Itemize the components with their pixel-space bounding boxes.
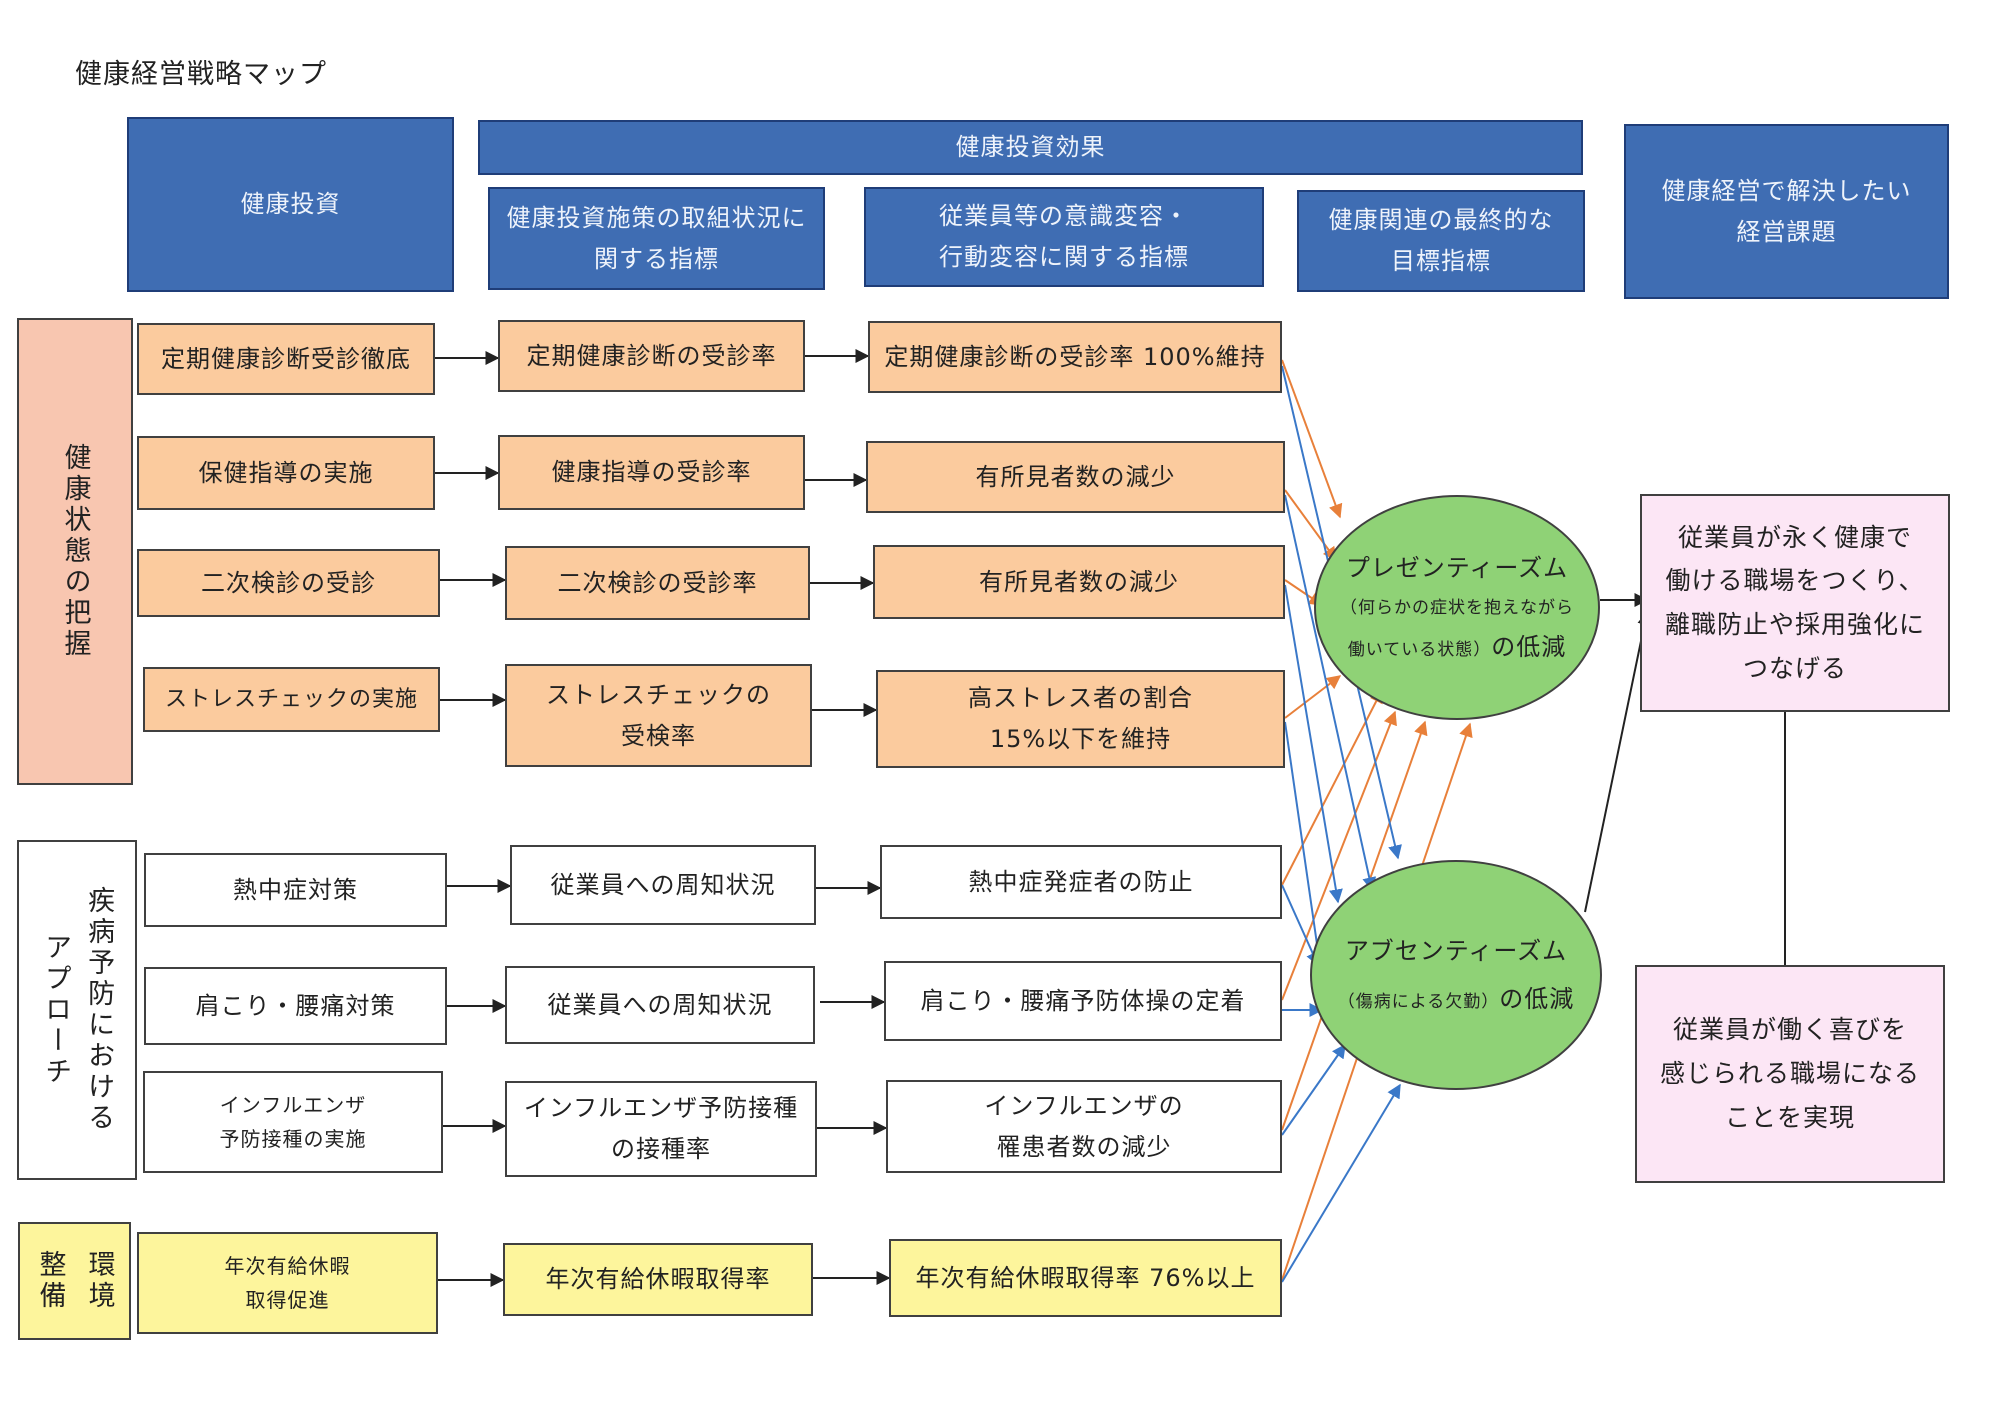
- category-environment-label-1: 環境: [83, 1250, 115, 1312]
- initiative-stress-check-rate: ストレスチェックの 受検率: [505, 664, 812, 767]
- category-environment-label-2: 整備: [34, 1250, 66, 1312]
- page-title: 健康経営戦略マップ: [75, 59, 327, 90]
- issue-job-satisfaction: 従業員が働く喜びを 感じられる職場になる ことを実現: [1635, 965, 1945, 1183]
- category-health-status: 健康状態の把握: [17, 318, 133, 785]
- issue-long-term-health: 従業員が永く健康で 働ける職場をつくり、 離職防止や採用強化に つなげる: [1640, 494, 1950, 712]
- initiative-guidance-rate: 健康指導の受診率: [498, 435, 805, 510]
- header-investment: 健康投資: [127, 117, 454, 292]
- awareness-paid-leave-76: 年次有給休暇取得率 76%以上: [889, 1239, 1282, 1317]
- investment-paid-leave: 年次有給休暇 取得促進: [137, 1232, 438, 1334]
- awareness-high-stress-ratio: 高ストレス者の割合 15%以下を維持: [876, 670, 1285, 768]
- header-initiative-index: 健康投資施策の取組状況に 関する指標: [488, 187, 825, 290]
- initiative-shoulder-back-awareness: 従業員への周知状況: [505, 966, 815, 1044]
- investment-shoulder-back: 肩こり・腰痛対策: [144, 967, 447, 1045]
- initiative-checkup-rate: 定期健康診断の受診率: [498, 320, 805, 392]
- investment-stress-check: ストレスチェックの実施: [143, 667, 440, 732]
- category-disease-prevention-label-1: 疾病予防における: [83, 886, 115, 1134]
- header-effect: 健康投資効果: [478, 120, 1583, 175]
- awareness-influenza-decrease: インフルエンザの 罹患者数の減少: [886, 1080, 1282, 1173]
- presenteeism-ellipse: プレゼンティーズム （何らかの症状を抱えながら 働いている状態）の低減: [1314, 495, 1600, 720]
- header-issue: 健康経営で解決したい 経営課題: [1624, 124, 1949, 299]
- category-environment: 環境 整備: [18, 1222, 131, 1340]
- category-health-status-label: 健康状態の把握: [59, 443, 91, 660]
- investment-checkup: 定期健康診断受診徹底: [137, 323, 435, 395]
- investment-health-guidance: 保健指導の実施: [137, 436, 435, 510]
- header-final-index: 健康関連の最終的な 目標指標: [1297, 190, 1585, 292]
- investment-heatstroke: 熱中症対策: [144, 853, 447, 927]
- absenteeism-ellipse: アブセンティーズム （傷病による欠勤）の低減: [1310, 860, 1602, 1090]
- investment-influenza: インフルエンザ 予防接種の実施: [143, 1071, 443, 1173]
- awareness-findings-decrease-2: 有所見者数の減少: [873, 545, 1285, 619]
- absenteeism-title: アブセンティーズム: [1344, 936, 1568, 965]
- presenteeism-detail-end: 働いている状態）: [1347, 640, 1492, 661]
- category-disease-prevention-label-2: アプローチ: [40, 932, 71, 1088]
- initiative-influenza-rate: インフルエンザ予防接種 の接種率: [505, 1081, 817, 1177]
- absenteeism-reduction: の低減: [1499, 985, 1575, 1013]
- presenteeism-detail: （何らかの症状を抱えながら: [1340, 597, 1574, 618]
- flow-arrows: [435, 349, 1652, 1287]
- initiative-paid-leave-rate: 年次有給休暇取得率: [503, 1243, 813, 1316]
- awareness-exercise-adoption: 肩こり・腰痛予防体操の定着: [884, 961, 1282, 1041]
- presenteeism-reduction: の低減: [1491, 633, 1567, 662]
- awareness-findings-decrease-1: 有所見者数の減少: [866, 441, 1285, 513]
- investment-secondary-exam: 二次検診の受診: [137, 549, 440, 617]
- absenteeism-detail: （傷病による欠勤）: [1337, 992, 1500, 1012]
- initiative-secondary-exam-rate: 二次検診の受診率: [505, 546, 810, 620]
- blue-arrows: [1281, 365, 1402, 1283]
- category-disease-prevention: 疾病予防における アプローチ: [17, 840, 137, 1180]
- awareness-checkup-100: 定期健康診断の受診率 100%維持: [868, 321, 1282, 393]
- awareness-heatstroke-prevention: 熱中症発症者の防止: [880, 845, 1282, 919]
- presenteeism-title: プレゼンティーズム: [1345, 553, 1569, 582]
- header-awareness-index: 従業員等の意識変容・ 行動変容に関する指標: [864, 187, 1264, 287]
- initiative-heatstroke-awareness: 従業員への周知状況: [510, 845, 816, 925]
